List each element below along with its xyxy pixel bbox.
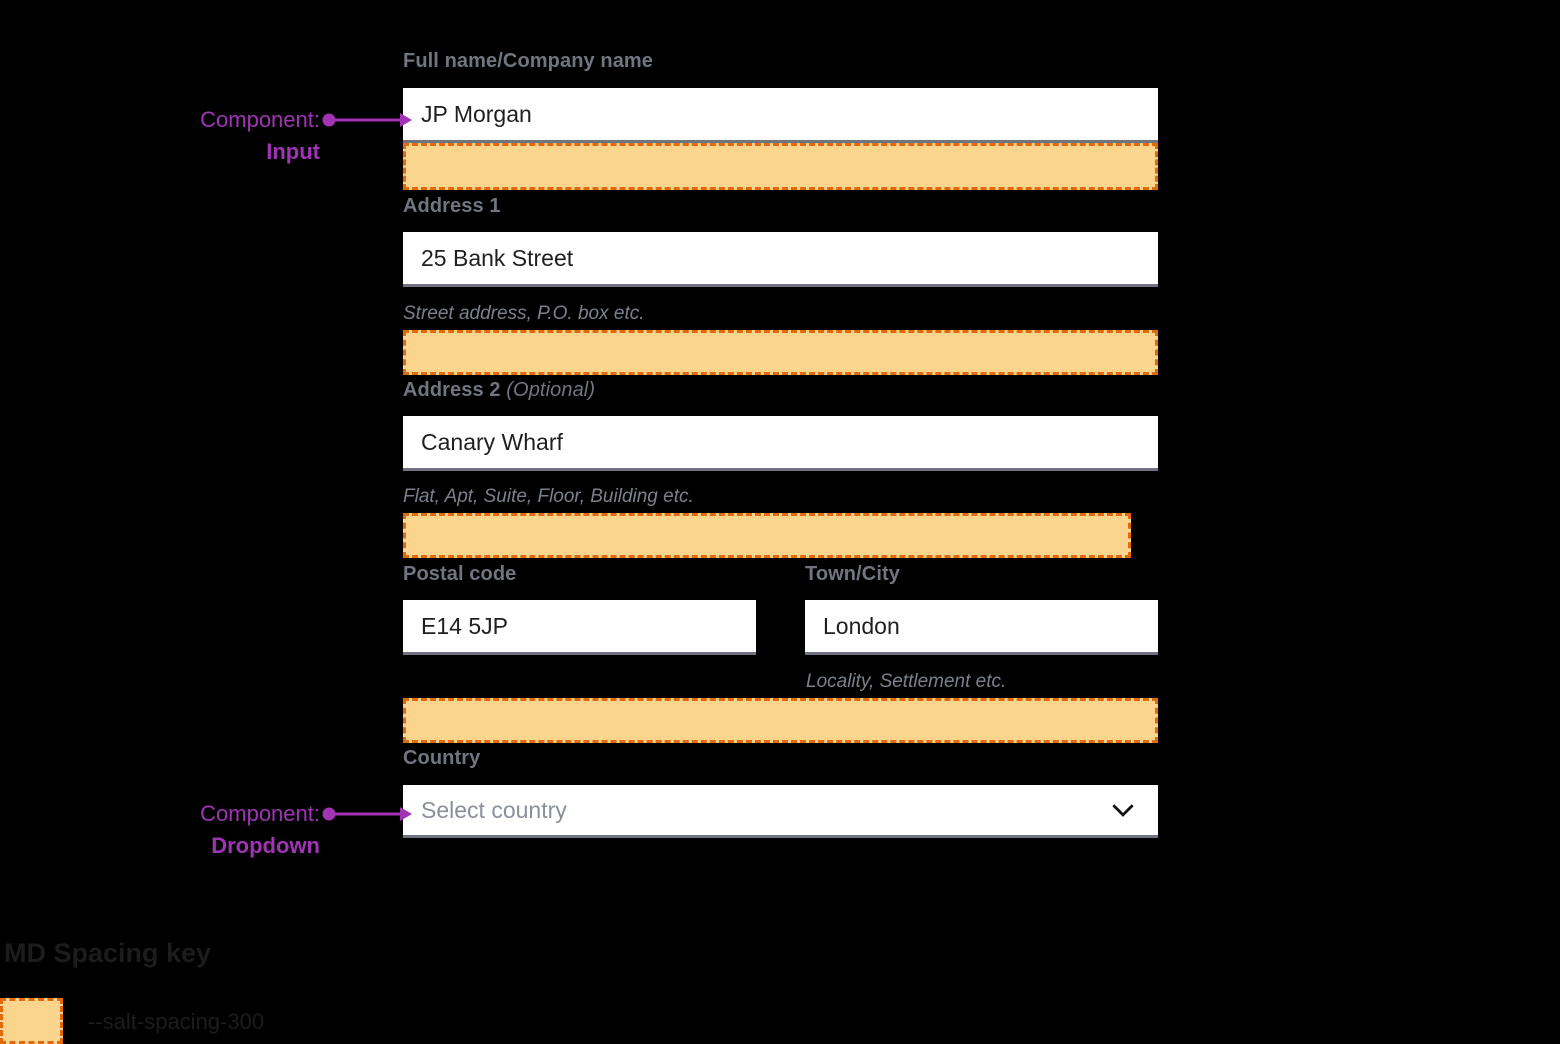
chevron-down-icon[interactable] — [1110, 797, 1136, 823]
input-town-city[interactable]: London — [805, 600, 1158, 655]
label-address-2: Address 2 (Optional) — [403, 379, 595, 402]
annotation-arrow-icon-input — [322, 113, 412, 127]
annotation-dropdown-line2: Dropdown — [211, 832, 320, 858]
helper-address-1-text: Street address, P.O. box etc. — [403, 303, 645, 324]
helper-address-2: Flat, Apt, Suite, Floor, Building etc. — [403, 486, 694, 508]
input-full-name-value: JP Morgan — [421, 100, 532, 127]
input-address-1-value: 25 Bank Street — [421, 244, 574, 271]
input-town-city-value: London — [823, 612, 900, 639]
input-postal-code[interactable]: E14 5JP — [403, 600, 756, 655]
spacing-block-address-1 — [403, 330, 1158, 375]
annotation-dropdown-line1: Component: — [200, 801, 320, 826]
input-postal-code-value: E14 5JP — [421, 612, 508, 639]
label-town-city: Town/City — [805, 563, 900, 586]
input-address-1[interactable]: 25 Bank Street — [403, 232, 1158, 287]
helper-address-1: Street address, P.O. box etc. — [403, 303, 645, 325]
helper-town-city: Locality, Settlement etc. — [806, 671, 1006, 693]
label-town-city-text: Town/City — [805, 563, 900, 585]
legend-title-text: MD Spacing key — [4, 938, 212, 968]
annotation-arrow-icon-dropdown — [322, 807, 412, 821]
input-address-2[interactable]: Canary Wharf — [403, 416, 1158, 471]
legend-swatch-spacing-300 — [0, 998, 63, 1044]
legend-label-spacing-300: --salt-spacing-300 — [88, 1009, 264, 1035]
label-full-name: Full name/Company name — [403, 50, 653, 73]
label-address-1: Address 1 — [403, 195, 501, 218]
label-full-name-text: Full name/Company name — [403, 50, 654, 72]
dropdown-country[interactable]: Select country — [403, 785, 1158, 838]
annotation-input-line2: Input — [266, 138, 320, 164]
label-address-1-text: Address 1 — [403, 195, 501, 217]
label-address-2-text: Address 2 — [403, 379, 501, 401]
dropdown-country-placeholder: Select country — [421, 796, 567, 823]
spacing-block-address-2 — [403, 513, 1131, 558]
annotation-input-line1: Component: — [200, 107, 320, 132]
input-full-name[interactable]: JP Morgan — [403, 88, 1158, 143]
helper-town-city-text: Locality, Settlement etc. — [806, 671, 1007, 692]
helper-address-2-text: Flat, Apt, Suite, Floor, Building etc. — [403, 486, 694, 507]
label-address-2-optional: (Optional) — [506, 379, 596, 401]
label-postal-code: Postal code — [403, 563, 516, 586]
spacing-block-full-name — [403, 143, 1158, 190]
label-country: Country — [403, 747, 480, 770]
annotation-dropdown: Component: Dropdown — [30, 798, 320, 862]
label-country-text: Country — [403, 747, 481, 769]
spacing-block-town-city — [403, 698, 1158, 743]
input-address-2-value: Canary Wharf — [421, 428, 563, 455]
label-postal-code-text: Postal code — [403, 563, 517, 585]
legend-label-spacing-300-text: --salt-spacing-300 — [88, 1009, 265, 1034]
annotation-input: Component: Input — [30, 104, 320, 168]
legend-title: MD Spacing key — [4, 938, 211, 969]
